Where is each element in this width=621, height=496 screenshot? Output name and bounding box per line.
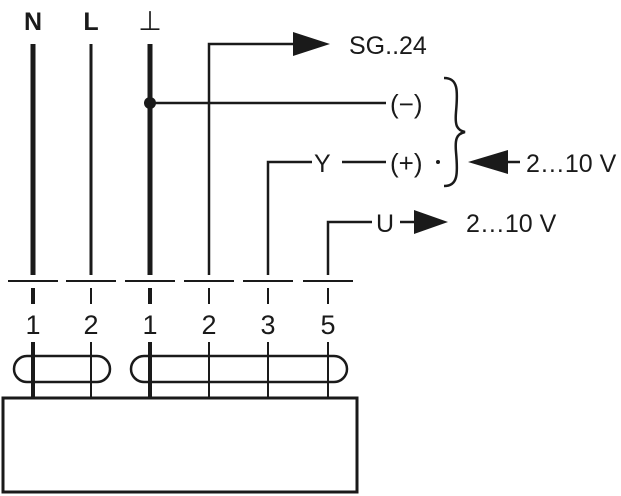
device-box (1, 396, 359, 494)
label-n: N (24, 8, 42, 36)
terminal-number: 3 (260, 310, 275, 340)
brace (443, 76, 466, 188)
cable-sheath-power (12, 354, 112, 384)
wire-y (266, 160, 312, 275)
dot-plus (436, 160, 440, 164)
label-ground: ⊥ (138, 6, 162, 36)
terminal-number: 2 (83, 310, 98, 340)
arrow-input (468, 150, 508, 174)
label-minus: (−) (390, 89, 423, 119)
cable-wires (31, 342, 329, 398)
terminal-number: 1 (142, 310, 157, 340)
label-sg24: SG..24 (349, 32, 427, 60)
terminal-stubs (31, 288, 329, 304)
wire-u (326, 220, 372, 275)
junction-dot (144, 97, 156, 109)
arrow-output (414, 210, 448, 234)
arrow-sg (293, 32, 330, 56)
terminal-number: 5 (320, 310, 335, 340)
cable-sheath-signal (129, 354, 349, 384)
label-input-voltage: 2…10 V (526, 150, 617, 178)
terminal-number: 2 (201, 310, 216, 340)
wire-sg (207, 42, 295, 275)
terminal-number: 1 (25, 310, 40, 340)
label-l: L (83, 8, 98, 36)
label-u: U (376, 210, 394, 238)
label-y: Y (314, 150, 331, 178)
label-plus: (+) (390, 148, 423, 178)
label-output-voltage: 2…10 V (466, 210, 557, 238)
